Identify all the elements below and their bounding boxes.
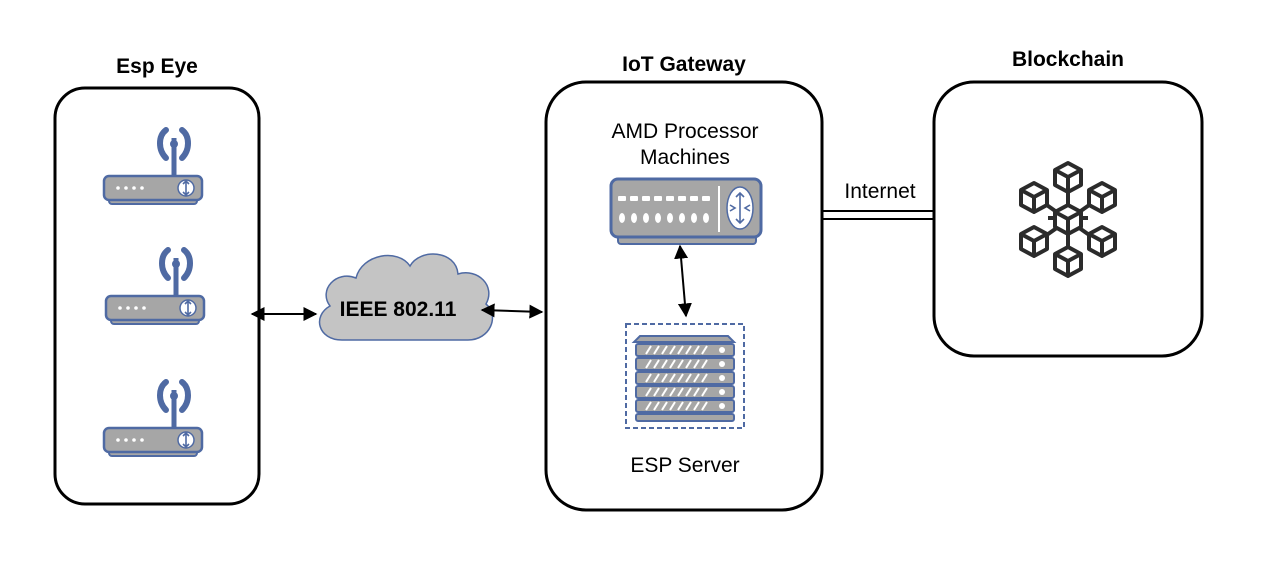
esp-eye-title: Esp Eye	[116, 55, 198, 78]
wireless-standard-label: IEEE 802.11	[340, 298, 457, 321]
blockchain-title: Blockchain	[1012, 48, 1124, 71]
iot-gateway-title: IoT Gateway	[622, 53, 746, 76]
network-switch-icon	[609, 177, 763, 245]
processor-label-line2: Machines	[640, 146, 730, 169]
server-label: ESP Server	[630, 454, 739, 477]
processor-label-line1: AMD Processor	[611, 120, 758, 143]
switch-to-server-arrow	[674, 244, 692, 318]
server-rack-icon	[625, 323, 745, 429]
cloud-to-gateway-arrow	[480, 303, 544, 319]
internet-label: Internet	[844, 180, 915, 203]
blockchain-cubes-icon	[1019, 161, 1117, 278]
wireless-cloud	[318, 253, 494, 341]
internet-link	[822, 210, 934, 220]
